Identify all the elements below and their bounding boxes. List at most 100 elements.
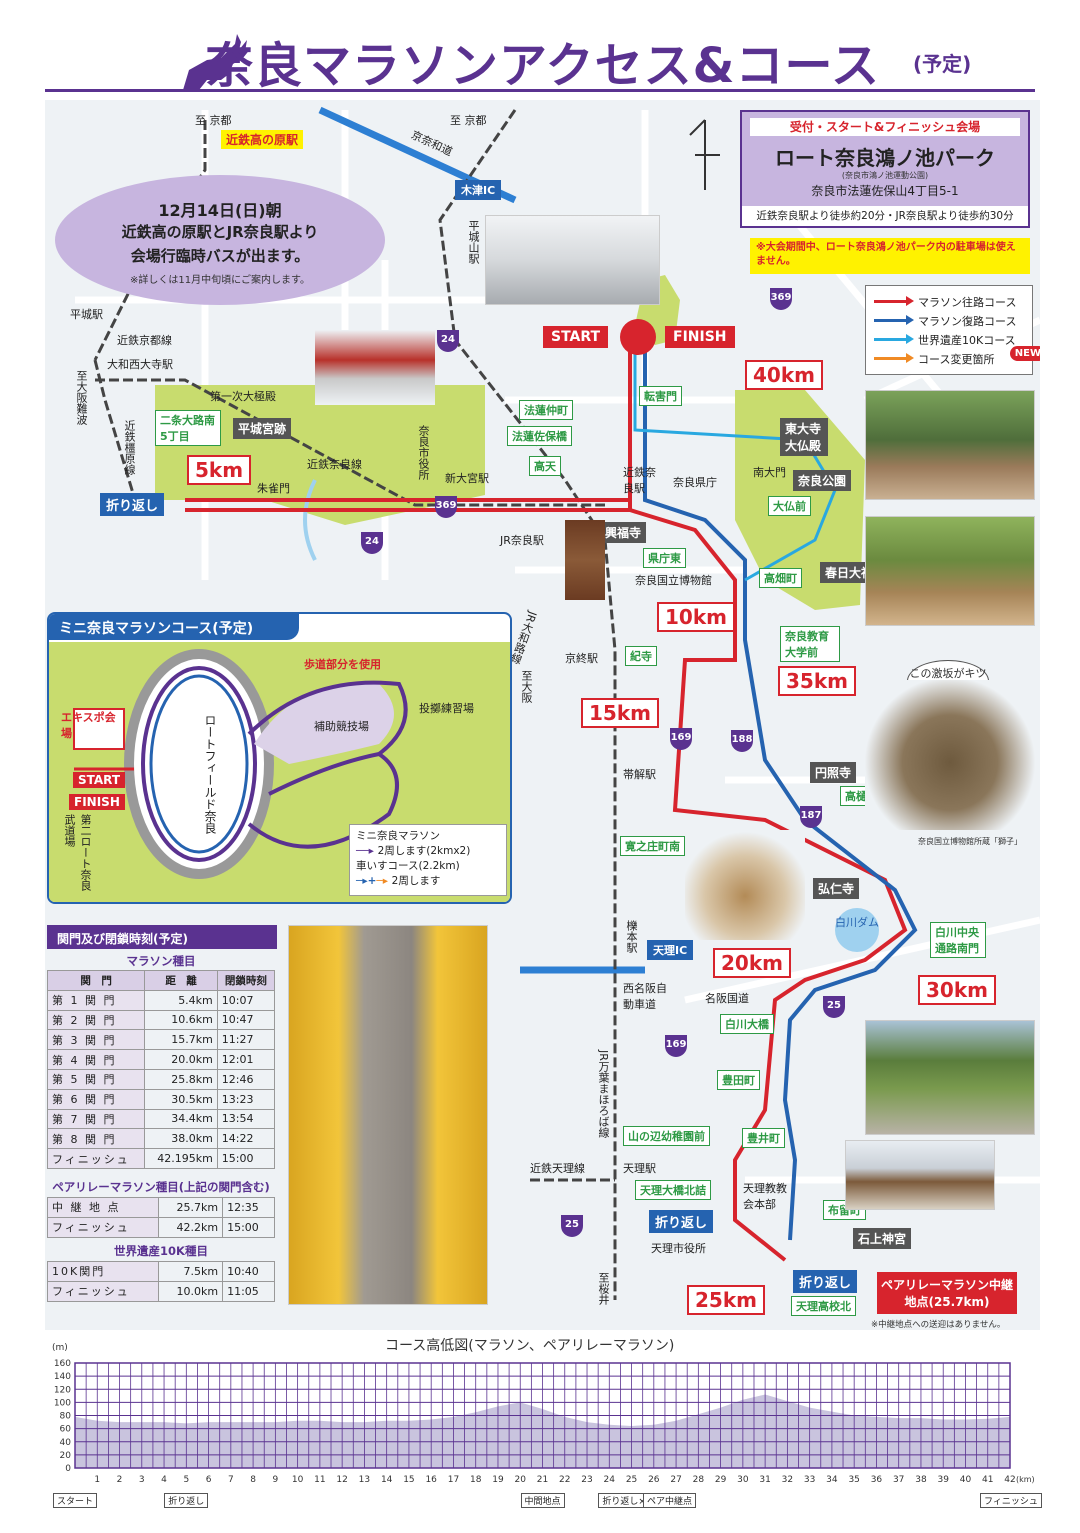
place-kencho-higashi: 県庁東 bbox=[643, 548, 686, 568]
elevation-x-tick: 32 bbox=[782, 1475, 793, 1485]
place-kodama: 寛之庄町南 bbox=[620, 836, 685, 856]
elevation-x-tick: 35 bbox=[848, 1475, 859, 1485]
line-kintetsu-kyoto: 近鉄京都線 bbox=[117, 334, 172, 347]
elevation-x-tick: 13 bbox=[359, 1475, 370, 1485]
legend-item: コース変更箇所 bbox=[872, 349, 1026, 368]
station-heijo: 平城駅 bbox=[70, 308, 103, 321]
start-label: START bbox=[543, 326, 609, 348]
elevation-y-tick: 140 bbox=[54, 1372, 71, 1382]
elevation-x-tick: 22 bbox=[559, 1475, 570, 1485]
km-marker-20: 20km bbox=[713, 948, 791, 978]
venue-access: 近鉄奈良駅より徒歩約20分・JR奈良駅より徒歩約30分 bbox=[742, 206, 1028, 226]
road-number: 24 bbox=[437, 330, 459, 352]
elevation-x-tick: 38 bbox=[915, 1475, 927, 1485]
road-number: 369 bbox=[435, 496, 457, 518]
illustration-drummers bbox=[685, 830, 805, 940]
elevation-x-tick: 11 bbox=[314, 1475, 325, 1485]
deer-logo-icon bbox=[183, 34, 251, 90]
elevation-x-tick: 40 bbox=[960, 1475, 972, 1485]
timetable-title: 関門及び閉鎖時刻(予定) bbox=[47, 925, 277, 949]
elevation-y-tick: 60 bbox=[60, 1425, 72, 1435]
tenri-ic-label: 天理IC bbox=[647, 940, 694, 960]
place-nara-pref-office: 奈良県庁 bbox=[673, 476, 717, 489]
elevation-x-tick: 20 bbox=[515, 1475, 527, 1485]
elevation-y-tick: 0 bbox=[65, 1464, 71, 1474]
relay-point: ペアリレーマラソン中継地点(25.7km) bbox=[877, 1272, 1017, 1314]
elevation-x-tick: 4 bbox=[161, 1475, 167, 1485]
place-museum: 奈良国立博物館 bbox=[635, 574, 712, 587]
venue-name: ロート奈良鴻ノ池パーク bbox=[775, 146, 995, 170]
elevation-x-tick: 39 bbox=[937, 1475, 949, 1485]
title-bar: 奈良マラソンアクセス&コース (予定) bbox=[45, 12, 1035, 94]
road-meihan: 名阪国道 bbox=[705, 992, 749, 1005]
road-number: 187 bbox=[800, 806, 822, 828]
page-title-sub: (予定) bbox=[913, 52, 972, 76]
elevation-x-tick: 16 bbox=[425, 1475, 437, 1485]
place-tegaimon: 転害門 bbox=[639, 386, 682, 406]
road-number: 25 bbox=[561, 1215, 583, 1237]
elevation-x-unit: (km) bbox=[1016, 1475, 1035, 1484]
place-hokke-saho: 法蓮佐保橋 bbox=[507, 426, 572, 446]
elevation-x-tick: 33 bbox=[804, 1475, 815, 1485]
legend-item: 世界遺産10Kコース bbox=[872, 330, 1026, 349]
elevation-x-tick: 27 bbox=[670, 1475, 681, 1485]
timetable-section-marathon: マラソン種目 bbox=[126, 954, 196, 968]
elevation-x-tick: 21 bbox=[537, 1475, 548, 1485]
course-10k bbox=[633, 330, 837, 582]
mini-legend: ミニ奈良マラソン ──▸ 2周します(2kmx2) 車いすコース(2.2km) … bbox=[349, 824, 507, 896]
north-arrow-icon bbox=[689, 119, 720, 190]
station-kintetsu-nara: 近鉄奈良駅 bbox=[623, 466, 656, 495]
elevation-x-tick: 15 bbox=[403, 1475, 414, 1485]
elevation-x-tick: 37 bbox=[893, 1475, 904, 1485]
direction-osaka: 至大阪 bbox=[520, 670, 533, 703]
bus-line-2: 近鉄高の原駅とJR奈良駅より bbox=[121, 223, 319, 241]
direction-osaka-nanba: 至大阪難波 bbox=[75, 370, 88, 425]
km-marker-35: 35km bbox=[778, 666, 856, 696]
place-shirakawa-bridge: 白川大橋 bbox=[720, 1014, 774, 1034]
station-ichinomoto: 櫟本駅 bbox=[625, 920, 638, 953]
elevation-x-tick: 12 bbox=[336, 1475, 347, 1485]
elevation-x-tick: 41 bbox=[982, 1475, 993, 1485]
table-header: 関 門距 離閉鎖時刻 bbox=[46, 970, 276, 991]
elevation-y-tick: 80 bbox=[60, 1412, 72, 1422]
place-tenri-hs: 天理高校北 bbox=[791, 1296, 856, 1316]
elevation-y-tick: 120 bbox=[54, 1385, 71, 1395]
km-marker-25: 25km bbox=[687, 1285, 765, 1315]
direction-kyoto: 至 京都 bbox=[195, 114, 232, 127]
place-kasuga: 春日大社 bbox=[820, 562, 879, 583]
page-title: 奈良マラソンアクセス&コース bbox=[205, 38, 881, 94]
elevation-x-tick: 17 bbox=[448, 1475, 459, 1485]
photo-runners-1 bbox=[865, 390, 1035, 500]
station-obitoke: 帯解駅 bbox=[623, 768, 656, 781]
mini-walk-note: 歩道部分を使用 bbox=[304, 658, 381, 671]
elevation-x-tick: 3 bbox=[139, 1475, 145, 1485]
illustration-daigokuden bbox=[315, 330, 435, 405]
place-tenri-city-hall: 天理市役所 bbox=[651, 1242, 706, 1255]
elevation-x-tick: 9 bbox=[272, 1475, 278, 1485]
km-marker-15: 15km bbox=[581, 698, 659, 728]
mini-legend-row-2: 車いすコース(2.2km) bbox=[356, 860, 460, 872]
line-kintetsu-nara: 近鉄奈良線 bbox=[307, 458, 362, 471]
mini-legend-row-3: ─▸+─▸ 2周します bbox=[356, 875, 441, 887]
photo-stadium bbox=[485, 215, 660, 305]
elevation-x-tick: 18 bbox=[470, 1475, 482, 1485]
place-kidera: 紀寺 bbox=[625, 646, 657, 666]
elevation-x-tick: 19 bbox=[492, 1475, 504, 1485]
mini-legend-title: ミニ奈良マラソン bbox=[356, 830, 440, 842]
station-takanohara: 近鉄高の原駅 bbox=[221, 130, 304, 149]
elevation-x-tick: 26 bbox=[648, 1475, 660, 1485]
timetable-section-relay: ペアリレーマラソン種目(上記の関門含む) bbox=[52, 1180, 270, 1194]
km-marker-30: 30km bbox=[918, 975, 996, 1005]
place-takama: 高天 bbox=[529, 456, 561, 476]
place-heijokyu: 平城宮跡 bbox=[233, 418, 292, 439]
road-nishimeihan: 西名阪自動車道 bbox=[623, 982, 667, 1011]
line-jr-manyo: JR万葉まほろば線 bbox=[597, 1050, 610, 1138]
course-return bbox=[643, 330, 918, 1241]
bus-date: 12月14日(日)朝 bbox=[158, 201, 282, 220]
